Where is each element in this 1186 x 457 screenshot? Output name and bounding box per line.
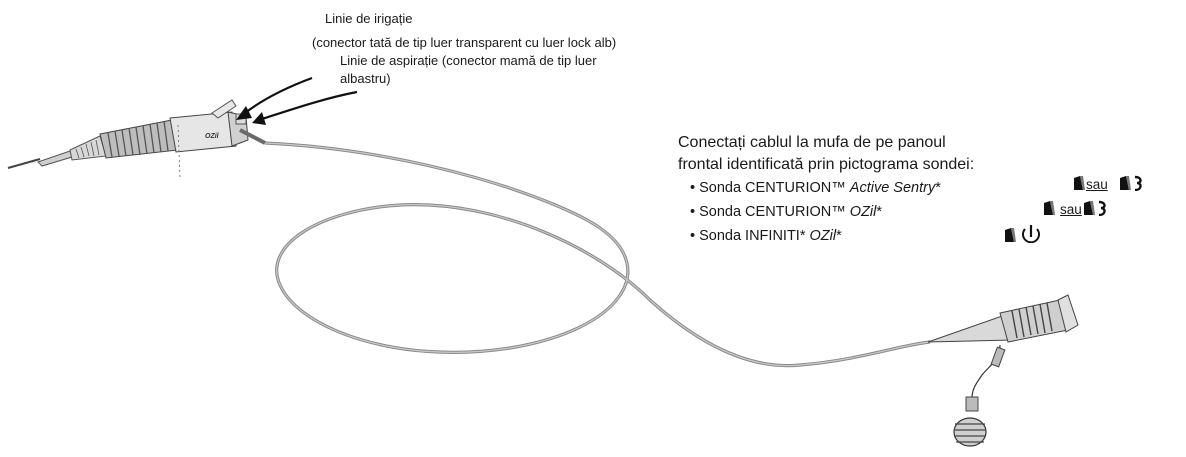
irrigation-arrow	[244, 76, 313, 114]
irrigation-detail: (conector tată de tip luer transparent c…	[312, 35, 617, 50]
probe-suffix: *	[836, 228, 842, 244]
connector	[927, 294, 1079, 447]
infiniti-ozil-icons	[1003, 223, 1041, 247]
instruction-line2: frontal identificată prin pictograma son…	[678, 156, 975, 173]
probe-suffix: *	[876, 204, 883, 220]
probe-item-centurion-ozil: • Sonda CENTURION™ OZil*	[690, 202, 882, 222]
probe-item-infiniti-ozil: • Sonda INFINITI* OZil*	[690, 226, 842, 246]
handpiece-cable	[264, 141, 931, 368]
aspiration-arrow	[261, 90, 358, 121]
probe-prefix: • Sonda INFINITI*	[690, 228, 810, 244]
infiniti-ozil-icon	[1022, 225, 1040, 243]
active-sentry-icons: sau	[1072, 175, 1144, 195]
handpiece-marking: OZil	[205, 133, 220, 140]
probe-prefix: • Sonda CENTURION™	[690, 180, 850, 196]
probe-icon	[1044, 201, 1055, 215]
probe-prefix: • Sonda CENTURION™	[690, 204, 850, 220]
ozil-wave-icon	[1098, 200, 1106, 216]
centurion-ozil-icons: sau	[1042, 200, 1108, 220]
aspiration-label-line2: albastru)	[340, 71, 391, 86]
alt-word: sau	[1086, 177, 1108, 192]
probe-name: OZil	[849, 204, 877, 220]
probe-icon	[1074, 176, 1085, 190]
probe-name: Active Sentry	[849, 180, 936, 196]
probe-suffix: *	[935, 180, 941, 196]
instruction-line1: Conectați cablul la mufa de pe panoul	[678, 134, 946, 151]
aspiration-label-line1: Linie de aspirație (conector mamă de tip…	[340, 53, 597, 68]
probe-icon	[1083, 201, 1095, 215]
handpiece: OZil	[7, 99, 266, 179]
alt-word: sau	[1060, 202, 1082, 217]
irrigation-title: Linie de irigație	[325, 11, 413, 26]
probe-icon	[1119, 176, 1131, 190]
probe-item-active-sentry: • Sonda CENTURION™ Active Sentry*	[690, 178, 941, 198]
probe-icon	[1005, 228, 1016, 242]
sentry-wave-icon	[1134, 175, 1142, 191]
probe-name: OZil	[809, 228, 837, 244]
